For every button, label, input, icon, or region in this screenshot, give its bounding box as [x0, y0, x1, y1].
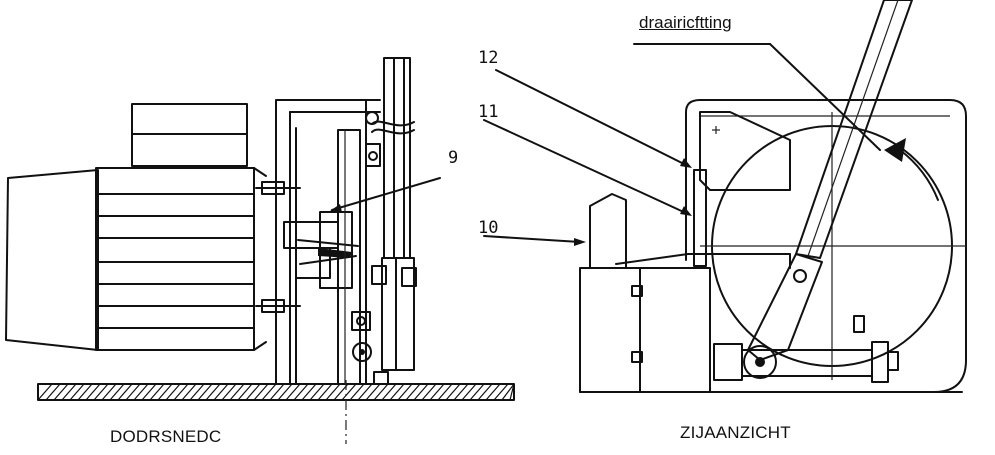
hatch-line: [181, 383, 197, 401]
material-stop: [589, 193, 627, 269]
hatch-line: [125, 383, 141, 401]
hatch-line: [349, 383, 365, 401]
hatch-line: [133, 383, 149, 401]
front-view-caption: DODRSNEDC: [110, 427, 222, 446]
hatch-line: [213, 383, 229, 401]
hatch-line: [317, 383, 333, 401]
hatch-line: [437, 383, 453, 401]
vice-table: [579, 253, 791, 393]
hatch-line: [69, 383, 85, 401]
hatch-line: [37, 383, 53, 401]
callout-12-leader: [495, 69, 689, 167]
hatch-line: [365, 383, 381, 401]
side-view: [483, 0, 967, 393]
callout-9-leader: [331, 177, 441, 211]
hatch-line: [61, 383, 77, 401]
hatch-line: [197, 383, 213, 401]
hatch-line: [445, 383, 461, 401]
callout-12: 12: [478, 48, 499, 68]
hatch-line: [205, 383, 221, 401]
hatch-line: [301, 383, 317, 401]
hatch-line: [277, 383, 293, 401]
hatch-line: [173, 383, 189, 401]
hatch-line: [469, 383, 485, 401]
hatch-line: [117, 383, 133, 401]
hatch-line: [285, 383, 301, 401]
clamp-post: [693, 169, 707, 267]
hatch-line: [493, 383, 509, 401]
hatch-line: [477, 383, 493, 401]
column-bolts: [351, 111, 417, 385]
hatch-line: [381, 383, 397, 401]
lever-arm: [743, 0, 913, 379]
hatch-line: [237, 383, 253, 401]
motor-body: [5, 167, 267, 351]
front-view: [5, 57, 515, 444]
hatch-line: [453, 383, 469, 401]
hatch-line: [45, 383, 61, 401]
callout-10-leader: [483, 235, 581, 243]
hatch-line: [405, 383, 421, 401]
hatch-line: [373, 383, 389, 401]
hatch-line: [269, 383, 285, 401]
hatch-line: [341, 383, 357, 401]
hatch-line: [397, 383, 413, 401]
hatch-line: [157, 383, 173, 401]
hatch-line: [253, 383, 269, 401]
hatch-line: [429, 383, 445, 401]
hatch-line: [149, 383, 165, 401]
hatch-line: [357, 383, 373, 401]
hatch-line: [229, 383, 245, 401]
callout-11-leader: [483, 119, 689, 215]
base-plate: [37, 383, 515, 401]
hatch-line: [101, 383, 117, 401]
callout-10: 10: [478, 218, 499, 238]
hatch-line: [325, 383, 341, 401]
hatch-line: [165, 383, 181, 401]
hatch-line: [109, 383, 125, 401]
hatch-line: [221, 383, 237, 401]
hatch-line: [421, 383, 437, 401]
side-view-caption: ZIJAANZICHT: [680, 423, 791, 442]
callout-11: 11: [478, 102, 499, 122]
upper-bracket: [699, 111, 791, 191]
hatch-line: [141, 383, 157, 401]
hatch-line: [77, 383, 93, 401]
hatch-line: [93, 383, 109, 401]
hatch-line: [189, 383, 205, 401]
motor-bolts: [255, 181, 301, 313]
hatch-line: [85, 383, 101, 401]
hatch-line: [485, 383, 501, 401]
hatch-line: [461, 383, 477, 401]
hatch-line: [389, 383, 405, 401]
blade-housing: [685, 99, 967, 393]
pivot-assembly: [713, 315, 899, 383]
hatch-line: [261, 383, 277, 401]
rotation-arrow: [899, 149, 939, 201]
callout-9: 9: [448, 148, 459, 168]
vertical-rod: [371, 57, 415, 371]
hatch-line: [501, 383, 515, 401]
direction-label: draairicftting: [639, 13, 732, 32]
hatch-line: [509, 383, 515, 401]
hatch-line: [309, 383, 325, 401]
hatch-line: [293, 383, 309, 401]
hatch-line: [53, 383, 69, 401]
hatch-line: [413, 383, 429, 401]
hatch-line: [245, 383, 261, 401]
